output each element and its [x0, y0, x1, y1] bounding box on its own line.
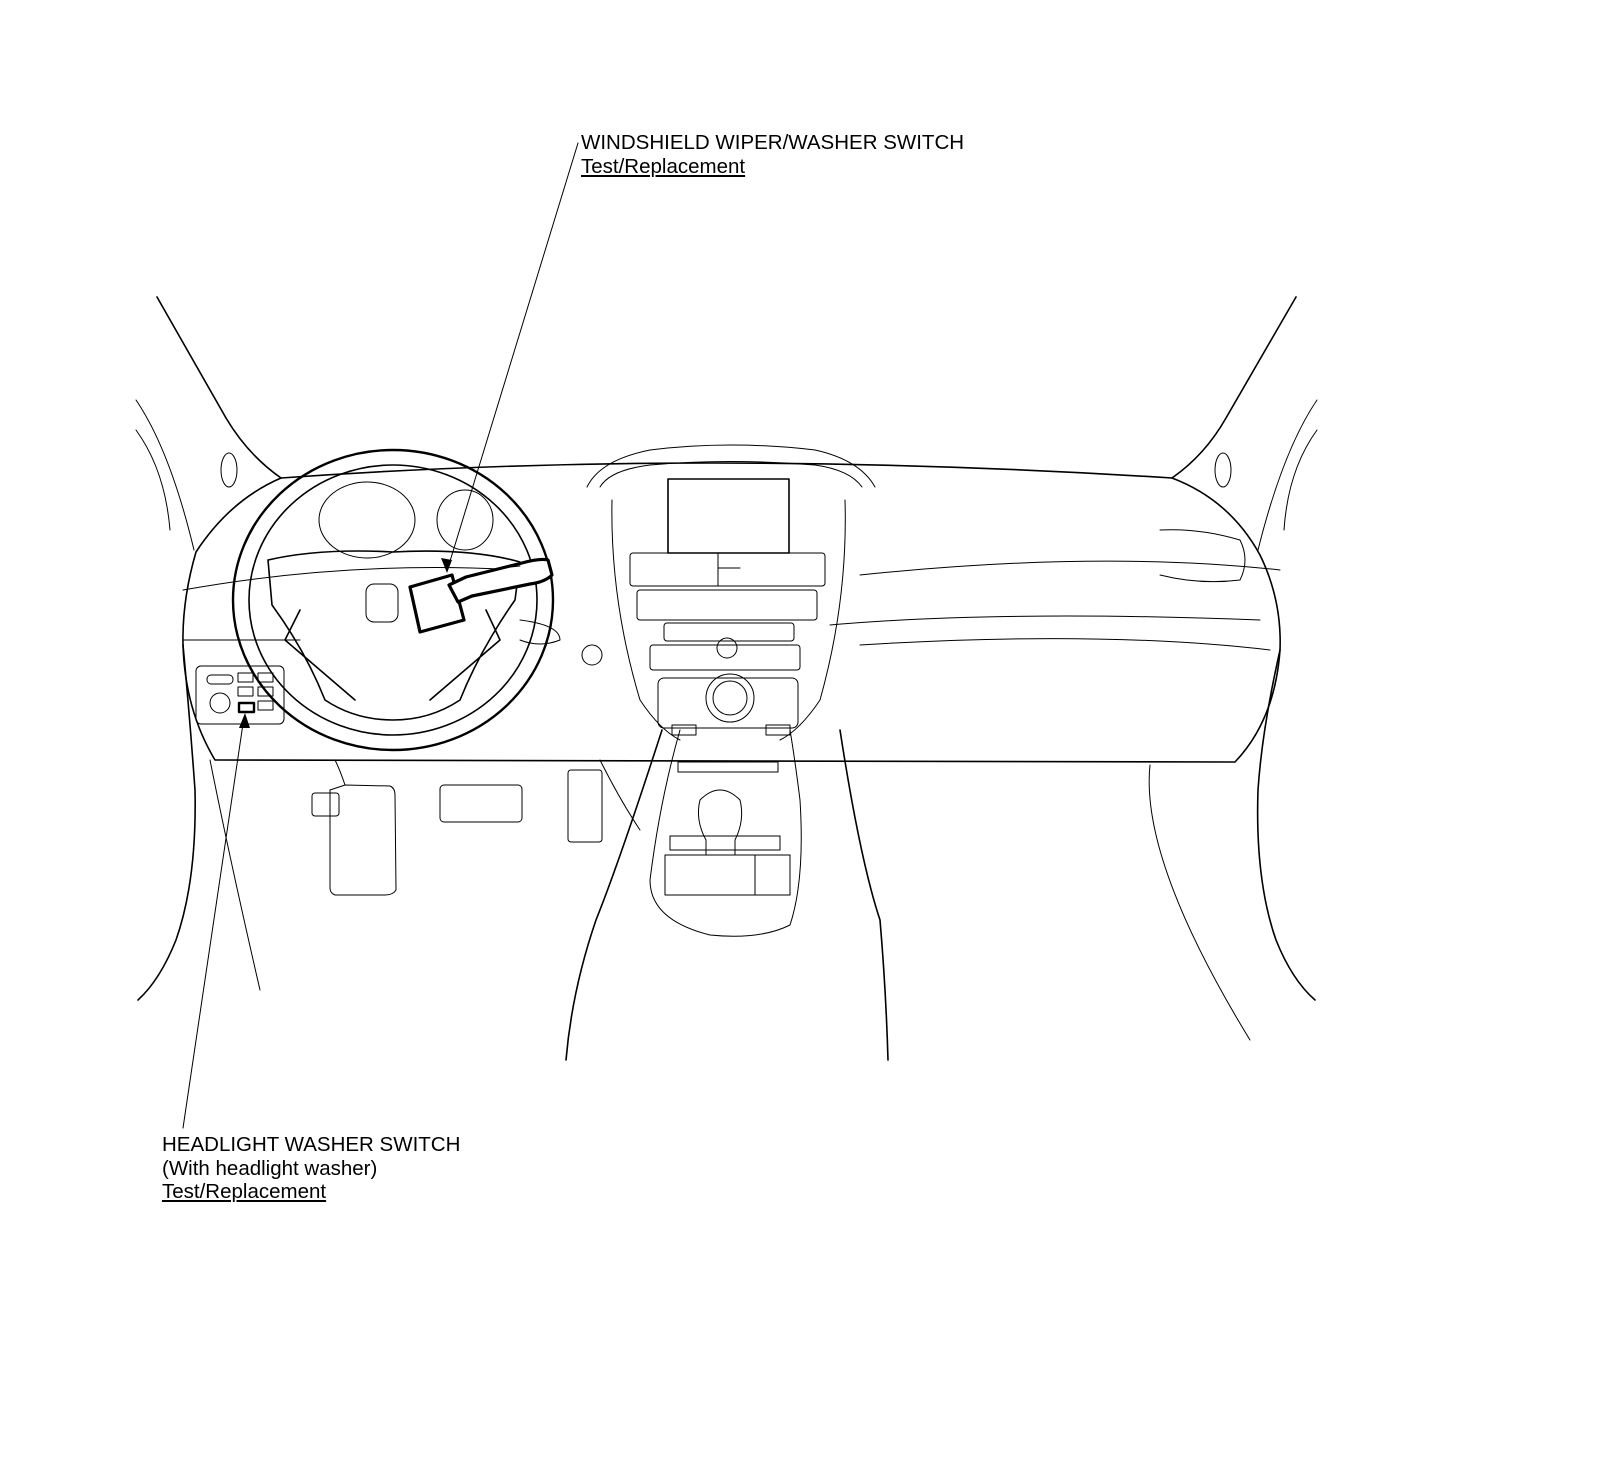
headlight-switch-title: HEADLIGHT WASHER SWITCH: [162, 1133, 461, 1156]
switch-panel: [195, 665, 285, 725]
steering-wheel: [231, 448, 555, 752]
headlight-switch-leader-arrow: [239, 713, 250, 728]
headlight-switch-callout: HEADLIGHT WASHER SWITCH (With headlight …: [162, 1133, 460, 1204]
center-stack: [586, 444, 876, 741]
headlight-washer-switch-icon: [237, 701, 256, 714]
wiper-switch-icon: [408, 557, 554, 634]
wiper-switch-leader-line: [446, 142, 579, 572]
shifter: [664, 761, 791, 896]
left-a-pillar: [135, 296, 282, 551]
headlight-switch-note: (With headlight washer): [162, 1156, 378, 1180]
headlight-switch-leader-line: [182, 716, 245, 1129]
headlight-switch-test-replacement-link[interactable]: Test/Replacement: [162, 1180, 327, 1203]
wiper-switch-leader-arrow: [441, 558, 452, 573]
right-a-pillar: [1171, 296, 1318, 551]
wiper-switch-test-replacement-link[interactable]: Test/Replacement: [581, 154, 746, 178]
pedals: [311, 759, 603, 896]
wiper-switch-title: WINDSHIELD WIPER/WASHER SWITCH: [581, 131, 965, 154]
dashboard-outline: [182, 462, 1281, 763]
lower-body: [137, 644, 1316, 1061]
wiper-switch-callout: WINDSHIELD WIPER/WASHER SWITCH Test/Repl…: [581, 131, 964, 178]
